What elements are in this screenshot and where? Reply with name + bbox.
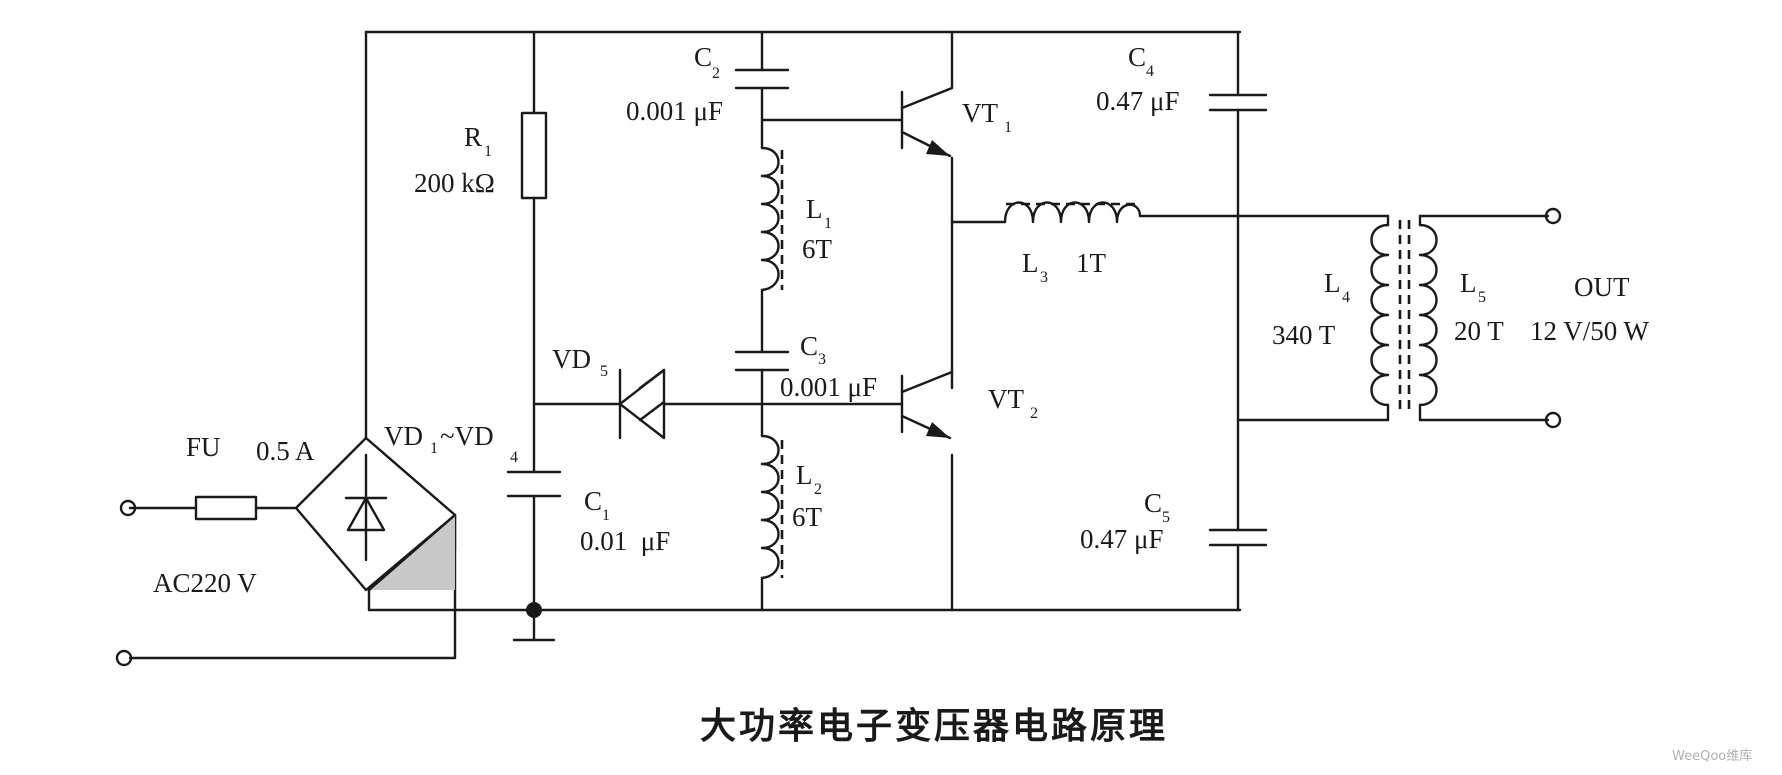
vd5-symbol bbox=[618, 368, 666, 440]
junction-dot bbox=[526, 602, 542, 618]
vt1-symbol bbox=[900, 86, 954, 158]
c5-value-label: 0.47 μF bbox=[1080, 524, 1164, 554]
diagram-title: 大功率电子变压器电路原理 bbox=[700, 705, 1168, 747]
l4-label-sub: 4 bbox=[1342, 289, 1350, 306]
vt1-label: VT bbox=[962, 98, 998, 128]
r1-symbol bbox=[520, 111, 548, 200]
r1-value-label: 200 kΩ bbox=[414, 168, 495, 198]
bridge-label-sub2: 4 bbox=[510, 449, 518, 466]
vt1-label-sub: 1 bbox=[1004, 119, 1012, 136]
watermark: WeeQoo维库 bbox=[1672, 748, 1752, 764]
bridge-rectifier bbox=[294, 436, 457, 592]
l4-value-label: 340 T bbox=[1272, 320, 1336, 350]
vd5-label: VD bbox=[552, 344, 591, 374]
c5-label-sub: 5 bbox=[1162, 509, 1170, 526]
l1-label-sub: 1 bbox=[824, 215, 832, 232]
l3-value-label: 1T bbox=[1076, 248, 1107, 278]
c1-symbol bbox=[506, 470, 562, 498]
r1-label: R bbox=[464, 122, 482, 152]
labels: FU 0.5 A AC220 V VD 1 ~VD 4 R 1 200 kΩ C… bbox=[153, 42, 1650, 598]
transformer-symbol bbox=[1370, 220, 1438, 410]
l2-value-label: 6T bbox=[792, 502, 823, 532]
l1-label: L bbox=[806, 194, 823, 224]
c5-label: C bbox=[1144, 488, 1162, 518]
r1-label-sub: 1 bbox=[484, 143, 492, 160]
c2-value-label: 0.001 μF bbox=[626, 96, 723, 126]
c2-symbol bbox=[734, 68, 790, 90]
c4-label: C bbox=[1128, 42, 1146, 72]
vt2-symbol bbox=[900, 370, 954, 440]
l2-symbol bbox=[760, 434, 784, 580]
c3-label: C bbox=[800, 331, 818, 361]
fu-value-label: 0.5 A bbox=[256, 436, 315, 466]
c4-label-sub: 4 bbox=[1146, 63, 1154, 80]
c1-label: C bbox=[584, 486, 602, 516]
vd5-label-sub: 5 bbox=[600, 363, 608, 380]
vt2-label: VT bbox=[988, 384, 1024, 414]
l2-label: L bbox=[796, 460, 813, 490]
l1-value-label: 6T bbox=[802, 234, 833, 264]
c2-label: C bbox=[694, 42, 712, 72]
l5-value-label: 20 T bbox=[1454, 316, 1504, 346]
l3-label: L bbox=[1022, 248, 1039, 278]
bridge-range-label: ~VD bbox=[440, 421, 494, 451]
l5-label: L bbox=[1460, 268, 1477, 298]
fu-label: FU bbox=[186, 432, 221, 462]
c1-value-label: 0.01 μF bbox=[580, 526, 670, 556]
l4-label: L bbox=[1324, 268, 1341, 298]
output-value-label: 12 V/50 W bbox=[1530, 316, 1650, 346]
c3-symbol bbox=[734, 350, 790, 372]
l5-label-sub: 5 bbox=[1478, 289, 1486, 306]
terminals bbox=[115, 207, 1562, 667]
ac-input-label: AC220 V bbox=[153, 568, 257, 598]
c4-value-label: 0.47 μF bbox=[1096, 86, 1180, 116]
l1-symbol bbox=[760, 146, 784, 292]
c5-symbol bbox=[1208, 528, 1268, 547]
l2-label-sub: 2 bbox=[814, 481, 822, 498]
wires bbox=[128, 30, 1550, 660]
c2-label-sub: 2 bbox=[712, 65, 720, 82]
l3-symbol bbox=[1003, 201, 1142, 224]
vt2-label-sub: 2 bbox=[1030, 405, 1038, 422]
l3-label-sub: 3 bbox=[1040, 269, 1048, 286]
bridge-label-sub1: 1 bbox=[430, 440, 438, 457]
fuse-symbol bbox=[194, 495, 258, 521]
bridge-label: VD bbox=[384, 421, 423, 451]
c1-label-sub: 1 bbox=[602, 507, 610, 524]
c3-label-sub: 3 bbox=[818, 351, 826, 368]
c3-value-label: 0.001 μF bbox=[780, 372, 877, 402]
output-label: OUT bbox=[1574, 272, 1630, 302]
c4-symbol bbox=[1208, 93, 1268, 112]
